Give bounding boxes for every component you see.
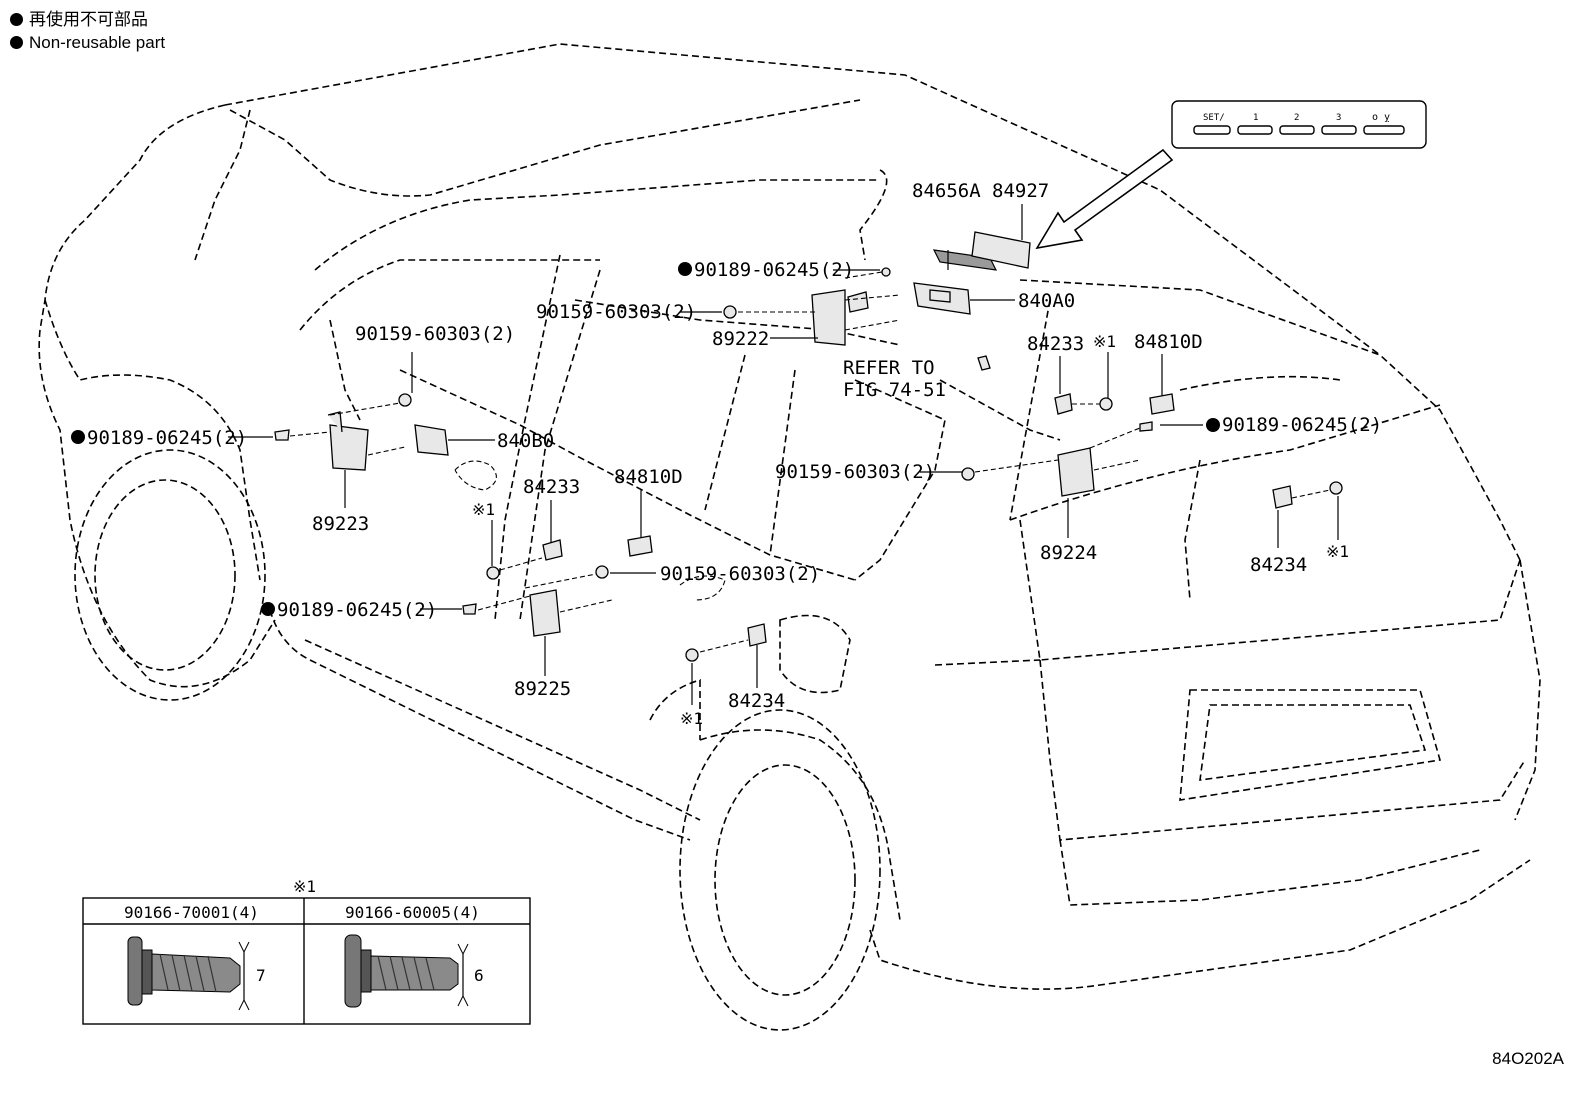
callout-89224: 89224 [1040,542,1097,564]
part-84234-low [747,623,767,647]
part-84233-top [1054,393,1073,415]
part-84234-right [1272,485,1293,509]
callout-84656A: 84656A [912,180,981,202]
callout-labels: 84656A 84927 840A0 84233 ※1 84810D 90189… [87,180,1382,728]
ref-table-col2-header: 90166-60005(4) [345,903,480,922]
legend-en-text: Non-reusable part [29,33,166,52]
bullet-icon [10,36,23,49]
callout-90159-left: 90159-60303(2) [355,323,515,345]
part-89224 [1057,447,1095,497]
pointer-arrow-icon [1035,148,1174,250]
switch-label-set: SET/ [1203,113,1225,123]
nonreusable-dot-icon [71,430,85,444]
callout-89223: 89223 [312,513,369,535]
nonreusable-dot-icon [678,262,692,276]
callout-84233-top: 84233 [1027,333,1084,355]
part-84927 [971,231,1031,269]
legend-jp-text: 再使用不可部品 [29,10,148,29]
vehicle-outline [38,43,1541,1031]
ref-table-col1-dim: 7 [256,966,266,985]
leader-lines [228,250,1339,705]
switch-label-misc: o ỵ [1372,112,1390,123]
legend: 再使用不可部品 Non-reusable part [10,8,165,54]
part-84810D-top [1149,393,1175,415]
callout-fig-ref: FIG 74-51 [843,379,946,401]
callout-90189-left: 90189-06245(2) [87,427,247,449]
callout-84810D-top: 84810D [1134,331,1203,353]
part-84810D-mid [627,535,653,557]
part-840B0 [414,424,449,456]
callout-ref1-b: ※1 [472,500,495,519]
switch-label-2: 2 [1294,113,1299,123]
ref-table-col2-dim: 6 [474,966,484,985]
part-84233-mid [542,539,563,561]
callout-90159-top: 90159-60303(2) [536,301,696,323]
callout-ref1-a: ※1 [1093,332,1116,351]
switch-panel-inset: SET/ 1 2 3 o ỵ [1035,100,1427,250]
switch-label-1: 1 [1253,113,1258,123]
callout-84233-mid: 84233 [523,476,580,498]
ref-table-col1-header: 90166-70001(4) [124,903,259,922]
bullet-icon [10,13,23,26]
figure-code: 84O202A [1492,1049,1564,1068]
part-89222 [811,289,846,346]
callout-90159-low: 90159-60303(2) [660,563,820,585]
callout-90189-top: 90189-06245(2) [694,259,854,281]
callout-84927: 84927 [992,180,1049,202]
part-84656A [932,249,998,271]
callout-840A0: 840A0 [1018,290,1075,312]
callout-89222: 89222 [712,328,769,350]
bolt-90166-60005-icon [344,934,469,1008]
legend-row-en: Non-reusable part [10,31,165,54]
switch-label-3: 3 [1336,113,1341,123]
ref-table-title: ※1 [293,877,316,896]
callout-90159-right: 90159-60303(2) [775,461,935,483]
callout-ref1-d: ※1 [680,709,703,728]
callout-84234-right: 84234 [1250,554,1307,576]
legend-row-jp: 再使用不可部品 [10,8,165,31]
callout-84234-low: 84234 [728,690,785,712]
part-89223 [329,424,369,471]
callout-refer-to: REFER TO [843,357,935,379]
callout-840B0: 840B0 [497,430,554,452]
bolt-90166-70001-icon [127,936,250,1011]
part-89225 [529,589,561,637]
callout-90189-low: 90189-06245(2) [277,599,437,621]
nonreusable-dot-icon [261,602,275,616]
parts [274,204,1343,662]
reference-table: ※1 90166-70001(4) 90166-60005(4) 7 6 [82,877,531,1025]
callout-89225: 89225 [514,678,571,700]
callout-90189-right: 90189-06245(2) [1222,414,1382,436]
nonreusable-dot-icon [1206,418,1220,432]
callout-ref1-c: ※1 [1326,542,1349,561]
callout-84810D-mid: 84810D [614,466,683,488]
